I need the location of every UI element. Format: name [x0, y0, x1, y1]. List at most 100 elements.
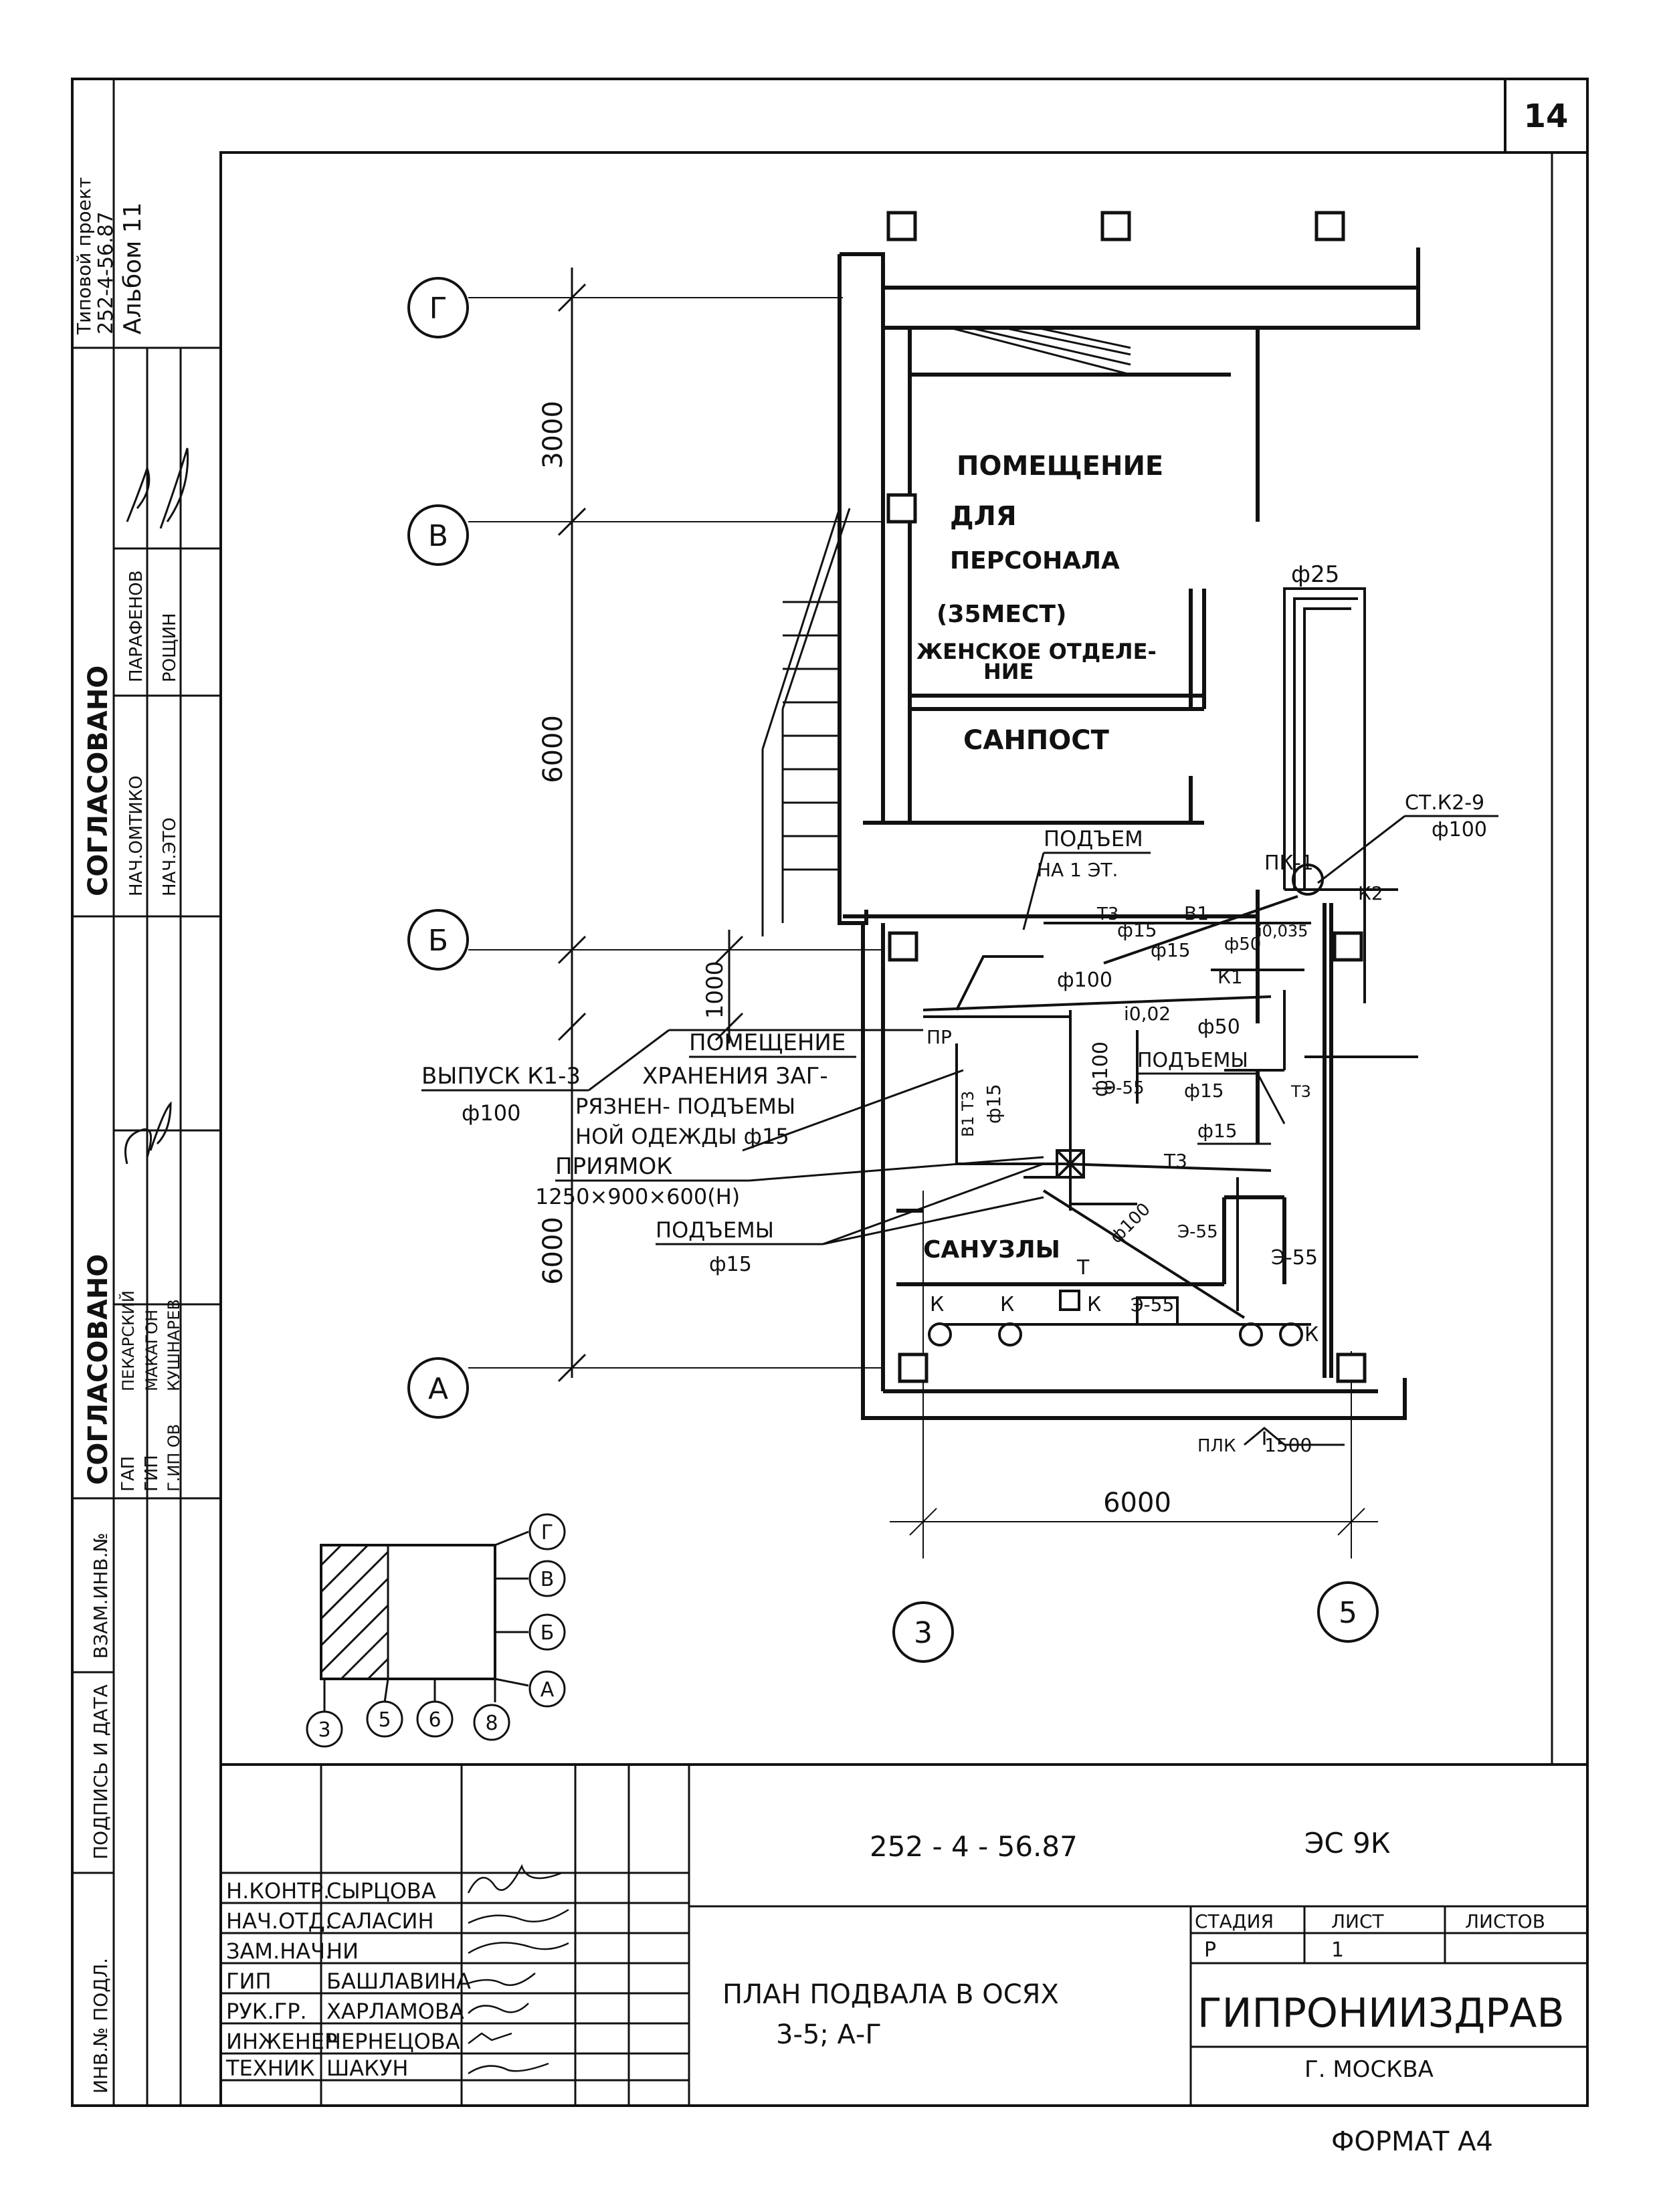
key-plan: Г В Б А 3 5 6 8 [306, 1513, 566, 1748]
axis-bubble-g: Г [407, 277, 469, 338]
key-col-5: 5 [378, 1708, 391, 1732]
tb-org: ГИПРОНИИЗДРАВ [1197, 1990, 1565, 2037]
tb-name-6: ЧЕРНЕЦОВА [326, 2029, 460, 2054]
approval-upper-name-1: ПАРАФЕНОВ [126, 571, 147, 682]
ann-phi15-v: ф15 [983, 1084, 1005, 1124]
ann-b1: В1 [1184, 902, 1209, 924]
ann-v1-t3: В1 Т3 [959, 1091, 977, 1137]
dim-v-b: 6000 [538, 715, 569, 783]
ann-phi15-c: ф15 [1184, 1080, 1224, 1102]
fixture-k-2: К [1000, 1293, 1014, 1316]
ann-pr: ПР [926, 1026, 952, 1048]
format-label: ФОРМАТ А4 [1331, 2126, 1493, 2157]
ann-phi100-v: ф100 [1089, 1041, 1112, 1097]
ann-podemy2-phi: ф15 [709, 1253, 752, 1276]
svg-text:Б: Б [428, 924, 448, 958]
ann-phi50: ф50 [1224, 934, 1261, 954]
ann-phi15-a: ф15 [1117, 919, 1157, 941]
axis-bubble-a: А [407, 1357, 469, 1419]
tb-city: Г. МОСКВА [1304, 2056, 1434, 2083]
tb-stage: Р [1204, 1938, 1216, 1962]
stamp-line3: Альбом 11 [119, 203, 147, 335]
tb-mark: ЭС 9К [1304, 1827, 1391, 1859]
approval-upper-name-2: РОЩИН [160, 613, 180, 682]
title-block-grid [219, 1763, 1589, 2107]
tb-sheets-label: ЛИСТОВ [1465, 1910, 1545, 1932]
approval-lower-role-1: ГАП [118, 1456, 138, 1492]
ann-podemy2: ПОДЪЕМЫ [656, 1217, 774, 1243]
ann-priyamok-size: 1250×900×600(Н) [535, 1184, 740, 1209]
fixture-k-3: К [1087, 1293, 1101, 1316]
approval-lower-name-3: КУШНАРЕВ [165, 1299, 183, 1391]
tb-role-1: Н.КОНТР. [226, 1878, 330, 1904]
key-col-3: 3 [318, 1718, 330, 1742]
ann-t3-a: Т3 [1096, 904, 1118, 924]
ann-storage-1: ПОМЕЩЕНИЕ [689, 1029, 846, 1056]
approval-lower-name-2: МАКАГОН [142, 1310, 161, 1391]
tb-name-1: СЫРЦОВА [326, 1878, 436, 1904]
axis-bubble-b: Б [407, 909, 469, 971]
leader-lines [421, 815, 1498, 1446]
tb-role-7: ТЕХНИК [225, 2055, 315, 2081]
tb-sheet: 1 [1331, 1938, 1344, 1962]
ann-t3-c: Т3 [1290, 1082, 1311, 1101]
approval-upper-role-2: НАЧ.ЭТО [160, 817, 180, 896]
dim-g-v: 3000 [538, 401, 569, 469]
staff-room-line3: ПЕРСОНАЛА [950, 547, 1120, 575]
staff-room-line6: НИЕ [983, 659, 1034, 684]
svg-text:3: 3 [914, 1616, 933, 1650]
inv-podl-label: ИНВ.№ ПОДЛ. [90, 1958, 112, 2094]
tb-role-3: ЗАМ.НАЧ. [226, 1938, 332, 1964]
ann-k1: К1 [1217, 966, 1243, 988]
key-col-8: 8 [485, 1712, 498, 1735]
ann-storage-2: ХРАНЕНИЯ ЗАГ- [642, 1063, 828, 1090]
ann-slope-002: i0,02 [1124, 1003, 1171, 1025]
axis-bubble-5: 5 [1317, 1581, 1379, 1643]
ann-storage-4: НОЙ ОДЕЖДЫ ф15 [575, 1124, 789, 1149]
sheet-number: 14 [1524, 98, 1569, 135]
key-row-v: В [541, 1568, 555, 1591]
ann-phi25: ф25 [1291, 561, 1339, 588]
ann-ds-c: Э-55 [1131, 1294, 1174, 1316]
approval-lower-role-3: Г.ИП ОВ [165, 1424, 183, 1492]
ann-plk: ПЛК [1197, 1436, 1236, 1456]
ann-podemy: ПОДЪЕМЫ [1137, 1049, 1248, 1072]
ann-st-k2: СТ.К2-9 [1405, 791, 1484, 815]
tb-name-2: САЛАСИН [326, 1908, 434, 1934]
key-row-g: Г [541, 1521, 553, 1544]
approval-upper-role-1: НАЧ.ОМТИКО [126, 775, 147, 896]
dim-b-a: 6000 [538, 1217, 569, 1285]
axis-bubble-v: В [407, 504, 469, 566]
ann-ds-b: Э-55 [1271, 1246, 1318, 1270]
signature-lower [124, 1101, 172, 1165]
svg-text:5: 5 [1339, 1596, 1357, 1630]
ann-vypusk-phi: ф100 [462, 1100, 520, 1126]
key-row-a: А [541, 1678, 555, 1702]
ann-phi100-a: ф100 [1057, 969, 1112, 992]
fixture-k-1: К [930, 1293, 944, 1316]
key-col-6: 6 [428, 1708, 441, 1732]
ann-podem: ПОДЪЕМ [1044, 826, 1143, 851]
tb-name-7: ШАКУН [326, 2055, 408, 2081]
tb-title-line2: 3-5; А-Г [776, 2019, 882, 2050]
fixture-k-4: К [1304, 1323, 1319, 1346]
sheet-number-box [1504, 78, 1589, 154]
ann-phi100-c: ф100 [1106, 1199, 1155, 1247]
tb-name-5: ХАРЛАМОВА [326, 1999, 464, 2024]
approval-lower-name-1: ПЕКАРСКИЙ [118, 1290, 138, 1391]
staff-room-line4: (35МЕСТ) [937, 601, 1066, 628]
tb-role-5: РУК.ГР. [226, 1999, 307, 2024]
staff-room-line2: ДЛЯ [950, 501, 1017, 532]
ann-na1st: НА 1 ЭТ. [1037, 859, 1118, 881]
ann-phi50-b: ф50 [1197, 1015, 1240, 1039]
tb-stage-label: СТАДИЯ [1195, 1910, 1274, 1932]
dim-b-step: 1000 [702, 961, 728, 1019]
approval-upper-header: СОГЛАСОВАНО [83, 666, 114, 896]
tb-role-6: ИНЖЕНЕР [226, 2029, 337, 2054]
approval-lower-header: СОГЛАСОВАНО [83, 1254, 114, 1485]
ann-pk1: ПК-1 [1264, 851, 1314, 875]
svg-text:В: В [428, 519, 448, 553]
svg-text:Г: Г [429, 292, 448, 326]
fixture-t: Т [1076, 1256, 1090, 1280]
svg-text:А: А [428, 1372, 448, 1406]
